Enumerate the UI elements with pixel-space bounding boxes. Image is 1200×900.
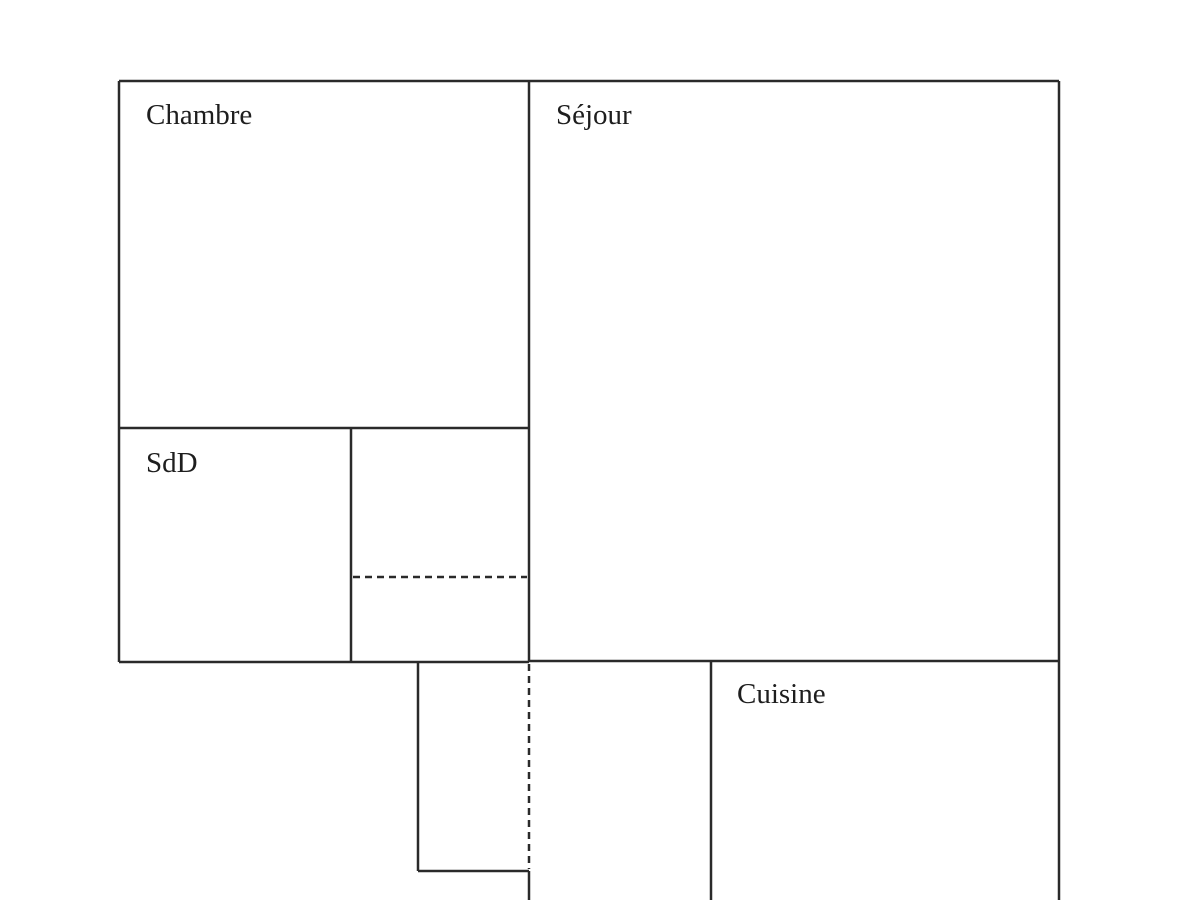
room-label-sdd: SdD [146, 447, 198, 479]
room-label-chambre: Chambre [146, 99, 252, 131]
openings [353, 575, 531, 869]
room-label-sejour: Séjour [556, 99, 632, 131]
walls [117, 79, 1061, 900]
room-labels: Chambre Séjour SdD Cuisine [146, 99, 826, 710]
room-label-cuisine: Cuisine [737, 678, 826, 710]
